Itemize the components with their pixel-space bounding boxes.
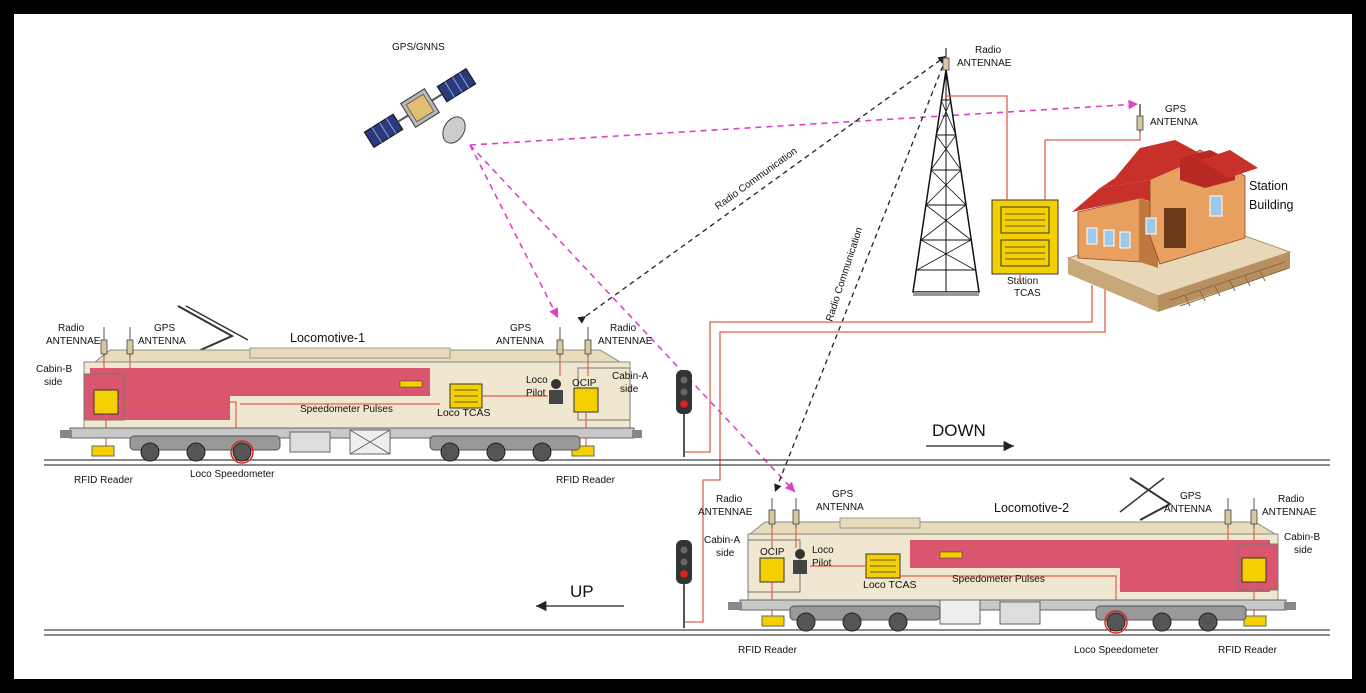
loco2-cabin-b-ocip-box (1241, 557, 1267, 583)
station-gps-antenna-label: ANTENNA (1150, 117, 1198, 128)
loco1-cabin-b-ocip-box (93, 389, 119, 415)
loco1-cabin-a-label: Cabin-A (612, 371, 648, 382)
loco2-ocip-label: OCIP (760, 547, 785, 558)
radio-tower-icon (912, 69, 980, 296)
locomotive-2-title: Locomotive-2 (994, 501, 1069, 515)
loco2-cabin-b-label: Cabin-B (1284, 532, 1320, 543)
loco1-gps-a-label: GPS (510, 323, 531, 334)
loco1-pilot-label: Loco (526, 375, 548, 386)
station-building-icon (1066, 140, 1292, 312)
loco1-antennae-b-label: ANTENNAE (46, 336, 101, 347)
loco2-gps-antenna-a-label: ANTENNA (816, 502, 864, 513)
locomotive-1-title: Locomotive-1 (290, 331, 365, 345)
loco1-ocip-box (573, 387, 599, 413)
loco1-antennas-icon (100, 327, 592, 357)
loco1-ocip-label: OCIP (572, 378, 597, 389)
loco1-tcas-label: Loco TCAS (437, 407, 491, 419)
loco2-pulses-label: Speedometer Pulses (952, 574, 1045, 585)
loco1-gps-antenna-a-label: ANTENNA (496, 336, 544, 347)
loco2-radio-a-label: Radio (716, 494, 743, 505)
loco2-gps-antenna-b-label: ANTENNA (1164, 504, 1212, 515)
station-tcas-box (991, 199, 1059, 275)
loco2-gps-b-label: GPS (1180, 491, 1201, 502)
signal-light-up-icon (676, 540, 692, 628)
loco2-pilot-label-2: Pilot (812, 558, 832, 569)
loco2-rfid-right-label: RFID Reader (1218, 645, 1278, 656)
loco1-rfid-right-label: RFID Reader (556, 475, 616, 486)
loco1-cabin-a-side-label: side (620, 384, 639, 395)
tower-antenna-icon (942, 48, 950, 71)
loco2-gps-a-label: GPS (832, 489, 853, 500)
loco2-cabin-a-side-label: side (716, 548, 735, 559)
loco2-cabin-b-side-label: side (1294, 545, 1313, 556)
loco2-pilot-label: Loco (812, 545, 834, 556)
tower-radio-label: Radio (975, 45, 1002, 56)
satellite-icon (363, 67, 477, 149)
loco2-antennae-a-label: ANTENNAE (698, 507, 753, 518)
loco2-antennas-icon (768, 498, 1258, 528)
loco1-gps-antenna-b-label: ANTENNA (138, 336, 186, 347)
loco2-cabin-a-label: Cabin-A (704, 535, 740, 546)
loco1-radio-b-label: Radio (58, 323, 85, 334)
station-gps-label: GPS (1165, 104, 1186, 115)
tower-antennae-label: ANTENNAE (957, 58, 1012, 69)
station-tcas-label-1: Station (1007, 276, 1038, 287)
loco1-pulses-label: Speedometer Pulses (300, 404, 393, 415)
signal-light-down-icon (676, 370, 692, 457)
loco1-speedometer-icon (230, 440, 254, 464)
radio-links (577, 55, 947, 493)
loco1-pilot-label-2: Pilot (526, 388, 546, 399)
locomotive-2 (728, 477, 1296, 634)
station-gps-antenna-icon (1136, 104, 1144, 132)
loco1-gps-b-label: GPS (154, 323, 175, 334)
loco2-rfid-left-label: RFID Reader (738, 645, 798, 656)
loco2-ocip-box (759, 557, 785, 583)
loco1-cabin-b-label: Cabin-B (36, 364, 72, 375)
loco1-speedometer-label: Loco Speedometer (190, 469, 275, 480)
loco2-speedometer-label: Loco Speedometer (1074, 645, 1159, 656)
loco2-speedometer-icon (1104, 610, 1128, 634)
loco2-antennae-b-label: ANTENNAE (1262, 507, 1317, 518)
loco2-tcas-label: Loco TCAS (863, 579, 917, 591)
down-direction-label: DOWN (932, 421, 986, 440)
station-building-label-2: Building (1249, 198, 1294, 212)
gps-gnns-label: GPS/GNNS (392, 42, 445, 53)
track-down (44, 459, 1330, 466)
loco1-cabin-b-side-label: side (44, 377, 63, 388)
station-tcas-label-2: TCAS (1014, 288, 1041, 299)
loco1-antennae-a-label: ANTENNAE (598, 336, 653, 347)
station-wiring (684, 95, 1141, 623)
up-direction-label: UP (570, 582, 594, 601)
loco1-radio-a-label: Radio (610, 323, 637, 334)
station-building-label-1: Station (1249, 179, 1288, 193)
loco2-radio-b-label: Radio (1278, 494, 1305, 505)
loco1-rfid-left-label: RFID Reader (74, 475, 134, 486)
